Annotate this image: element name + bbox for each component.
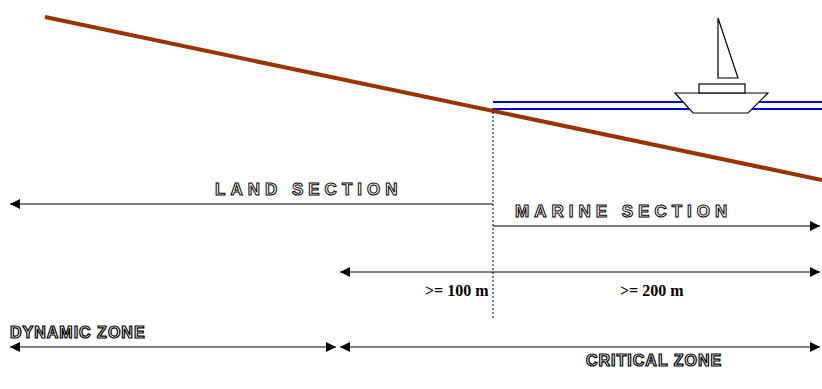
dimension-label: >= 200 m — [620, 283, 684, 299]
marine-section-arrow — [493, 226, 820, 227]
shoreline-divider — [493, 108, 494, 320]
ground-profile — [45, 17, 822, 180]
dimension-arrow — [493, 272, 820, 273]
dimension-arrow — [340, 272, 493, 273]
sailboat — [675, 18, 768, 113]
zone-label: CRITICAL ZONE — [586, 353, 722, 369]
critical-zone-arrow — [340, 347, 820, 348]
section-label: LAND SECTION — [215, 181, 403, 198]
zone-label: DYNAMIC ZONE — [10, 325, 146, 341]
land-section-arrow — [10, 204, 493, 205]
section-label: MARINE SECTION — [515, 203, 732, 220]
dimension-label: >= 100 m — [425, 283, 489, 299]
water-line — [493, 102, 822, 109]
dynamic-zone-arrow — [10, 347, 336, 348]
